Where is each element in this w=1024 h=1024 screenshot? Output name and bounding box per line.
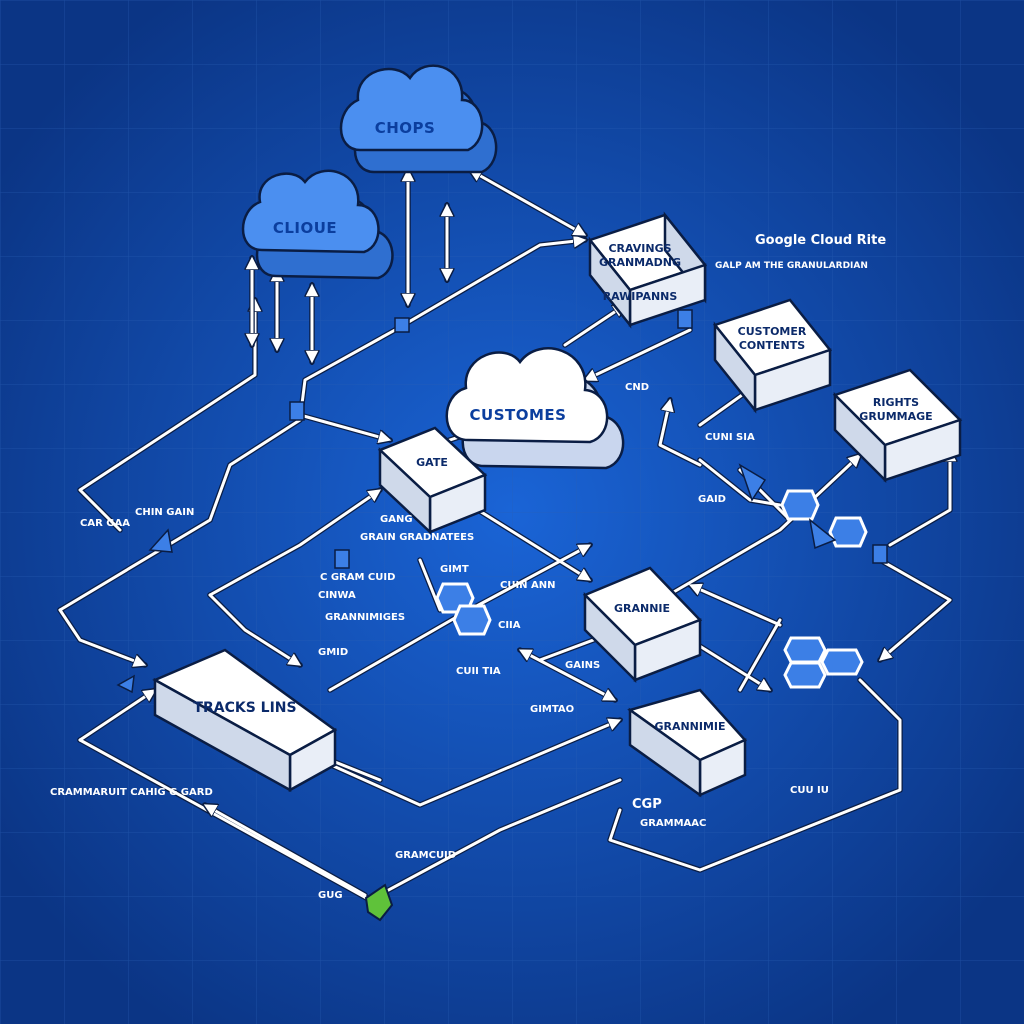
note-gains: GAINS (565, 660, 600, 671)
cube-marker (872, 544, 888, 564)
cloud-chops: CHOPS (339, 64, 498, 174)
box-top-line-1: CRAVINGS (608, 242, 671, 255)
box-mid-right-line-2: CONTENTS (739, 339, 805, 352)
note-cnd: CND (625, 382, 649, 393)
note-cuii-tia: CUII TIA (456, 666, 501, 677)
note-cuni-sia: CUNI SIA (705, 432, 755, 443)
note-gang: GANG (380, 514, 413, 525)
note-bottom-left: CRAMMARUIT CAHIG G GARD (50, 787, 213, 798)
note-gaid: GAID (698, 494, 726, 505)
note-google-cloud: Google Cloud Rite (755, 233, 886, 248)
note-gramcuid: GRAMCUID (395, 850, 456, 861)
box-tracks: TRACKS LINS (152, 648, 338, 793)
triangle-marker (808, 518, 837, 550)
hex-node (452, 604, 492, 636)
note-gmid: GMID (318, 647, 348, 658)
note-ciia: CIIA (498, 620, 521, 631)
box-center: GATE (377, 426, 488, 535)
cloud-customes: CUSTOMES (445, 347, 625, 470)
note-car-gaa: CAR GAA (80, 518, 130, 529)
cloud-customes-label: CUSTOMES (470, 406, 567, 424)
annotations: Google Cloud Rite GALP AM THE GRANULARDI… (50, 233, 886, 901)
note-chin-gain: CHIN GAIN (135, 507, 194, 518)
box-center-line-1: GATE (416, 456, 448, 469)
note-cuin-ann: CUIN ANN (500, 580, 556, 591)
box-mid-right-line-1: CUSTOMER (738, 325, 807, 338)
triangle-marker (738, 463, 767, 502)
box-lower-center-line-1: GRANNIE (614, 602, 670, 615)
box-right: RIGHTS GRUMMAGE (832, 368, 963, 484)
green-marker (364, 883, 394, 922)
box-lower-center: GRANNIE (582, 566, 703, 684)
box-right-line-1: RIGHTS (873, 396, 919, 409)
note-gimt: GIMT (440, 564, 469, 575)
cube-marker (677, 309, 693, 329)
hex-nodes (435, 489, 868, 689)
hex-node (828, 516, 868, 548)
box-tracks-line-1: TRACKS LINS (193, 700, 296, 716)
note-google-cloud-sub: GALP AM THE GRANULARDIAN (715, 261, 868, 271)
note-gug: GUG (318, 890, 343, 901)
hex-node (820, 648, 864, 676)
box-bottom: GRANNIMIE (627, 688, 748, 798)
hex-node (783, 636, 827, 664)
box-bottom-line-1: GRANNIMIE (654, 720, 725, 733)
box-right-line-2: GRUMMAGE (859, 410, 932, 423)
note-grammaac: GRAMMAAC (640, 818, 706, 829)
note-cgp: CGP (632, 797, 662, 812)
small-markers (116, 309, 888, 922)
box-top-line-2: GRANMADNG (599, 256, 681, 269)
triangle-marker (116, 674, 135, 694)
cloud-cloue-label: CLIOUE (273, 219, 337, 237)
connection-lines (57, 170, 950, 903)
triangle-marker (148, 528, 173, 553)
note-cuu-iu: CUU IU (790, 785, 829, 796)
box-mid-right: CUSTOMER CONTENTS (712, 298, 833, 414)
cloud-chops-label: CHOPS (375, 119, 436, 137)
note-cinwa: CINWA (318, 590, 356, 601)
box-top: CRAVINGS GRANMADNG RAWIPANNS (587, 211, 708, 329)
cube-marker (289, 401, 305, 421)
cloud-cloue: CLIOUE (241, 169, 394, 280)
note-grannimiges: GRANNIMIGES (325, 612, 405, 623)
cube-marker (394, 317, 410, 333)
note-grain-gradnatees: GRAIN GRADNATEES (360, 532, 474, 543)
note-c-gram-cuid: C GRAM CUID (320, 572, 395, 583)
box-top-line-3: RAWIPANNS (603, 290, 678, 303)
hex-node (780, 489, 820, 521)
cube-marker (334, 549, 350, 569)
note-gimtao: GIMTAO (530, 704, 574, 715)
hex-node (783, 661, 827, 689)
